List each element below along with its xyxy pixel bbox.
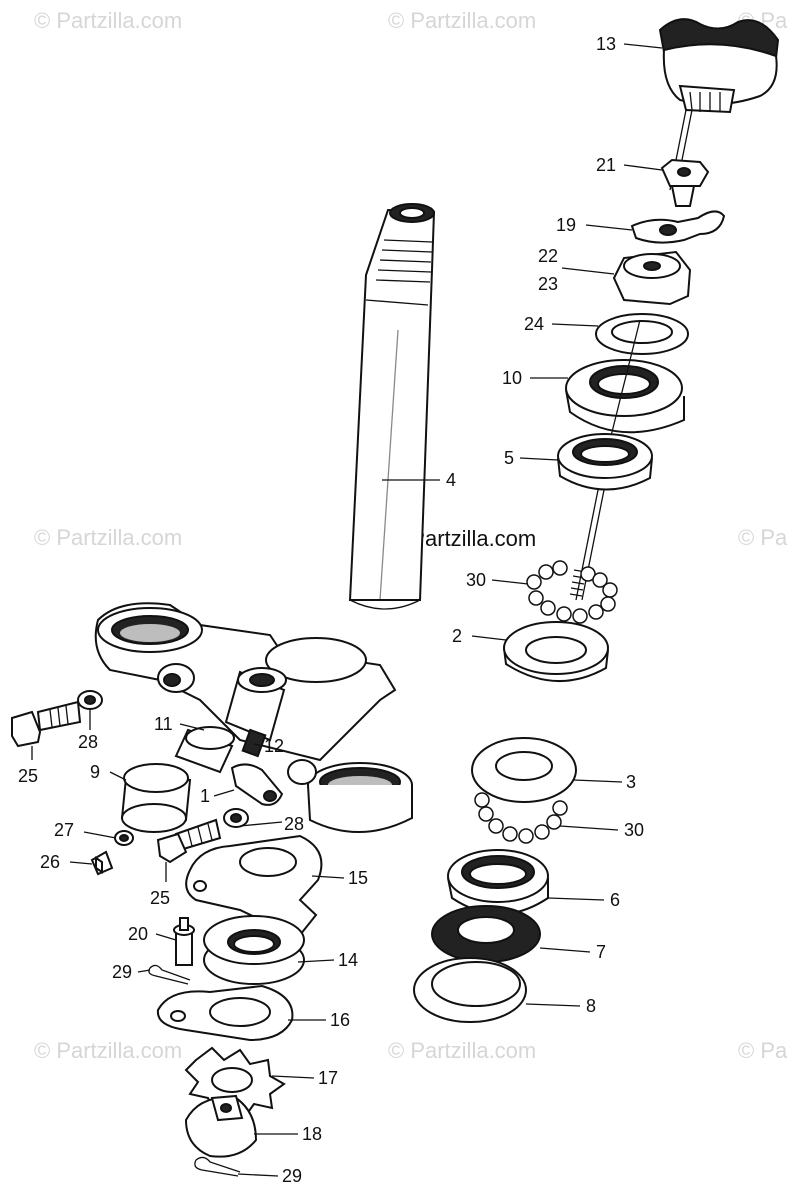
callout-29-lower: 29: [282, 1166, 302, 1186]
callout-18: 18: [302, 1124, 322, 1144]
callout-8: 8: [586, 996, 596, 1016]
nut-22-23: [612, 250, 692, 306]
callout-23: 23: [538, 274, 558, 294]
callout-6: 6: [610, 890, 620, 910]
watermark-bottom-center: © Partzilla.com: [388, 1038, 536, 1063]
callout-27: 27: [54, 820, 74, 840]
watermarks: © Partzilla.com © Partzilla.com © Pa © P…: [34, 8, 788, 1063]
callout-29-upper: 29: [112, 962, 132, 982]
callout-28-lower: 28: [284, 814, 304, 834]
callout-30-lower: 30: [624, 820, 644, 840]
callout-labels: 13 21 19 22 23 24 10 5 4 30 2 3 30 6 7 8…: [18, 34, 644, 1186]
callout-10: 10: [502, 368, 522, 388]
callout-13: 13: [596, 34, 616, 54]
callout-24: 24: [524, 314, 544, 334]
watermark-bottom-left: © Partzilla.com: [34, 1038, 182, 1063]
callout-12: 12: [264, 736, 284, 756]
bolt-25-lower: [90, 808, 249, 876]
plate-15: [185, 834, 323, 937]
bolt-25-upper: [11, 690, 103, 748]
leader-lines: [31, 43, 663, 1177]
race-5: [557, 433, 653, 491]
watermark-mid-right: © Pa: [738, 525, 788, 550]
callout-2: 2: [452, 626, 462, 646]
ball-bearings-30-lower: [474, 792, 568, 844]
callout-15: 15: [348, 868, 368, 888]
callout-9: 9: [90, 762, 100, 782]
callout-26: 26: [40, 852, 60, 872]
ball-bearings-30-upper: [526, 560, 618, 624]
callout-5: 5: [504, 448, 514, 468]
wing-nut-19: [630, 210, 726, 244]
stem-part-4: [348, 203, 436, 610]
nut-21: [660, 158, 710, 207]
callout-25-lower: 25: [150, 888, 170, 908]
plate-16: [156, 984, 294, 1042]
race-6: [447, 849, 549, 915]
part-18: [184, 1094, 258, 1158]
callout-16: 16: [330, 1010, 350, 1030]
callout-17: 17: [318, 1068, 338, 1088]
cap-10: [565, 319, 685, 441]
callout-28-upper: 28: [78, 732, 98, 752]
dust-seal-7: [431, 905, 541, 963]
pin-20: [173, 917, 195, 966]
callout-1: 1: [200, 786, 210, 806]
callout-3: 3: [626, 772, 636, 792]
damper-knob-13: [658, 18, 780, 191]
callout-19: 19: [556, 215, 576, 235]
callout-25-upper: 25: [18, 766, 38, 786]
callout-22: 22: [538, 246, 558, 266]
callout-21: 21: [596, 155, 616, 175]
race-3: [471, 737, 577, 803]
watermark-top-center: © Partzilla.com: [388, 8, 536, 33]
seal-14: [203, 915, 305, 985]
watermark-bottom-right: © Pa: [738, 1038, 788, 1063]
callout-7: 7: [596, 942, 606, 962]
callout-30-upper: 30: [466, 570, 486, 590]
watermark-top-left: © Partzilla.com: [34, 8, 182, 33]
pivot-bushings: [120, 667, 287, 833]
washer-24: [595, 313, 689, 355]
watermark-mid-left: © Partzilla.com: [34, 525, 182, 550]
callout-4: 4: [446, 470, 456, 490]
rod-lower: [569, 489, 605, 601]
callout-20: 20: [128, 924, 148, 944]
cotter-pins-29: [148, 964, 241, 1177]
callout-14: 14: [338, 950, 358, 970]
callout-11: 11: [154, 714, 173, 734]
race-2: [503, 621, 609, 683]
washer-8: [413, 957, 527, 1023]
